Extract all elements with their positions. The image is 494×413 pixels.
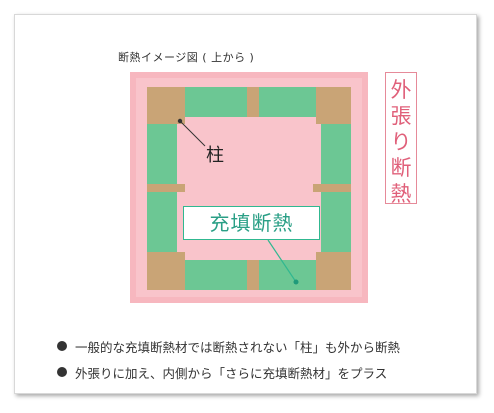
outer-label-char: 張	[390, 104, 412, 128]
pillar-corner-top-left	[147, 87, 185, 124]
fill-insulation-left-upper	[147, 124, 177, 184]
pillar-corner-bottom-left	[147, 252, 185, 290]
note-item: 外張りに加え、内側から「さらに充填断熱材」をプラス	[57, 362, 400, 382]
fill-insulation-label: 充填断熱	[183, 206, 320, 240]
outer-insulation-label: 外 張 り 断 熱	[385, 72, 417, 206]
fill-insulation-left-lower	[147, 192, 177, 252]
diagram-title: 断熱イメージ図 ( 上から )	[118, 51, 255, 64]
fill-insulation-walls	[147, 87, 351, 290]
fill-insulation-top-right	[259, 87, 316, 117]
pillar-leader-dot	[177, 118, 183, 124]
pillar-bottom-middle	[247, 260, 259, 290]
fill-insulation-bottom-right	[259, 260, 316, 290]
fill-insulation-right-lower	[321, 192, 351, 252]
note-text: 一般的な充填断熱材では断熱されない「柱」も外から断熱	[75, 339, 401, 355]
pillar-leader-line	[179, 120, 206, 147]
pillar-right-middle	[313, 184, 351, 192]
outer-label-char: 断	[390, 156, 412, 180]
fill-leader-line	[267, 239, 297, 283]
bullet-icon	[57, 367, 67, 377]
note-item: 一般的な充填断熱材では断熱されない「柱」も外から断熱	[57, 336, 400, 356]
notes-list: 一般的な充填断熱材では断熱されない「柱」も外から断熱 外張りに加え、内側から「さ…	[57, 336, 400, 388]
fill-insulation-bottom-left	[185, 260, 247, 290]
pillars	[147, 87, 351, 290]
fill-insulation-right-upper	[321, 124, 351, 184]
pillar-corner-top-right	[316, 87, 351, 124]
fill-insulation-top-left	[185, 87, 247, 117]
pillar-top-middle	[247, 87, 259, 117]
outer-label-char: 熱	[390, 182, 412, 206]
outer-label-char: 外	[390, 78, 412, 102]
pillar-corner-bottom-right	[316, 252, 351, 290]
note-text: 外張りに加え、内側から「さらに充填断熱材」をプラス	[75, 365, 388, 381]
bullet-icon	[57, 341, 67, 351]
fill-leader-dot	[293, 279, 299, 285]
pillar-left-middle	[147, 184, 185, 192]
pillar-label: 柱	[206, 145, 224, 166]
outer-label-char: り	[390, 130, 412, 154]
